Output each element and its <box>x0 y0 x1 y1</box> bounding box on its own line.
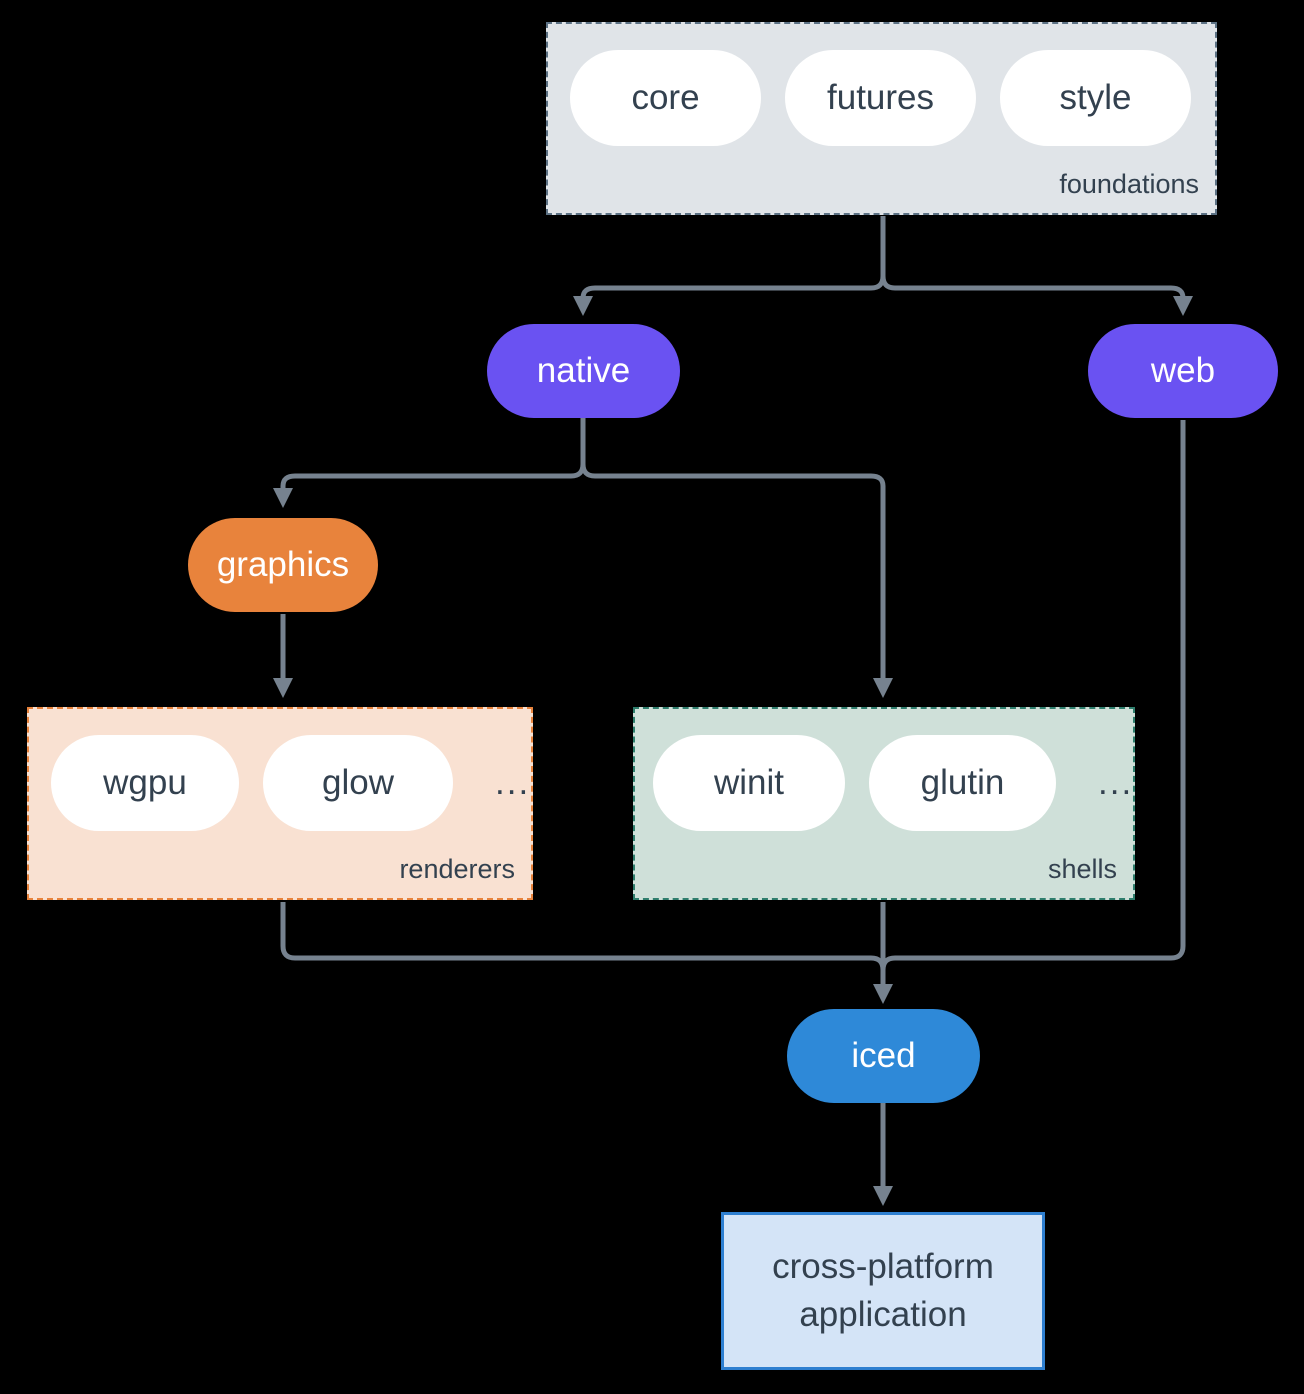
node-web: web <box>1088 324 1278 418</box>
pill-glow: glow <box>263 735 453 831</box>
pill-glutin: glutin <box>869 735 1056 831</box>
edge-foundations-native <box>573 216 886 316</box>
shells-label: shells <box>1047 854 1117 884</box>
pill-winit: winit <box>653 735 845 831</box>
shells-pills: winit glutin ... <box>635 709 1133 831</box>
node-graphics: graphics <box>188 518 378 612</box>
pill-style: style <box>1000 50 1191 146</box>
pill-core: core <box>570 50 761 146</box>
foundations-label: foundations <box>1059 169 1199 199</box>
node-native: native <box>487 324 680 418</box>
edge-native-shells <box>580 463 893 698</box>
foundations-pills: core futures style <box>548 24 1215 146</box>
node-iced: iced <box>787 1009 980 1103</box>
application-label-line2: application <box>799 1295 967 1334</box>
edge-foundations-web <box>880 275 1193 316</box>
renderers-group: wgpu glow ... renderers <box>27 707 533 900</box>
edge-renderers-merge <box>280 902 886 971</box>
renderers-label: renderers <box>399 854 515 884</box>
shells-ellipsis: ... <box>1098 763 1134 802</box>
pill-futures: futures <box>785 50 976 146</box>
foundations-group: core futures style foundations <box>546 22 1217 215</box>
application-label-line1: cross-platform <box>772 1246 994 1286</box>
application-box: cross-platform application <box>721 1212 1045 1370</box>
edge-native-graphics <box>273 418 586 508</box>
shells-group: winit glutin ... shells <box>633 707 1135 900</box>
renderers-pills: wgpu glow ... <box>29 709 531 831</box>
renderers-ellipsis: ... <box>495 763 531 802</box>
pill-wgpu: wgpu <box>51 735 239 831</box>
